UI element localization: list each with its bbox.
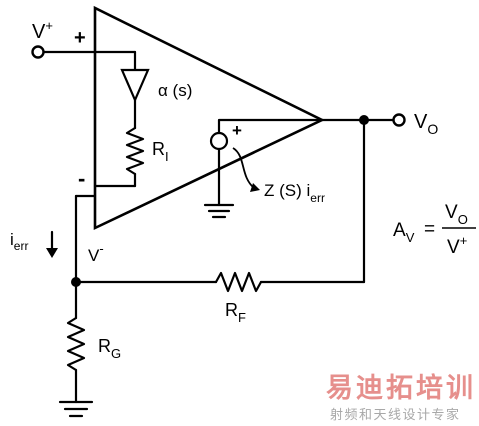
z-source-label: Z (S) ierr (264, 181, 325, 205)
ierr-label: ierr (10, 230, 28, 253)
rg-label: RG (98, 336, 121, 361)
rf-label: RF (225, 300, 246, 325)
z-source-output-wire (217, 118, 324, 135)
v-plus-label: V+ (32, 18, 53, 43)
alpha-buffer-triangle (120, 68, 150, 103)
z-source-plus: + (232, 121, 242, 140)
inverting-sign: - (78, 166, 85, 191)
av-equals: = (424, 219, 435, 240)
ierr-arrow-head (46, 248, 58, 258)
ri-label: RI (152, 139, 169, 164)
rg-resistor (66, 316, 86, 372)
v-plus-terminal (31, 45, 45, 59)
z-source-pointer (232, 147, 255, 189)
z-source-circle (209, 131, 229, 151)
alpha-label: α (s) (158, 81, 192, 100)
rg-ground-icon (58, 400, 94, 418)
opamp-triangle (93, 5, 325, 231)
noninverting-sign: + (74, 27, 86, 49)
vo-terminal (392, 113, 406, 127)
frac-denominator: V+ (447, 233, 467, 258)
watermark-subtitle: 射频和天线设计专家 (330, 407, 461, 423)
frac-numerator: VO (445, 202, 468, 227)
ri-resistor (125, 126, 145, 176)
watermark-title: 易迪拓培训 (326, 373, 476, 404)
z-source-pointer-head (250, 183, 260, 192)
rf-resistor (214, 271, 263, 293)
av-label: AV (393, 220, 415, 245)
z-source-ground-icon (203, 203, 235, 219)
vo-label: VO (414, 111, 438, 137)
v-minus-label: V- (88, 241, 104, 265)
